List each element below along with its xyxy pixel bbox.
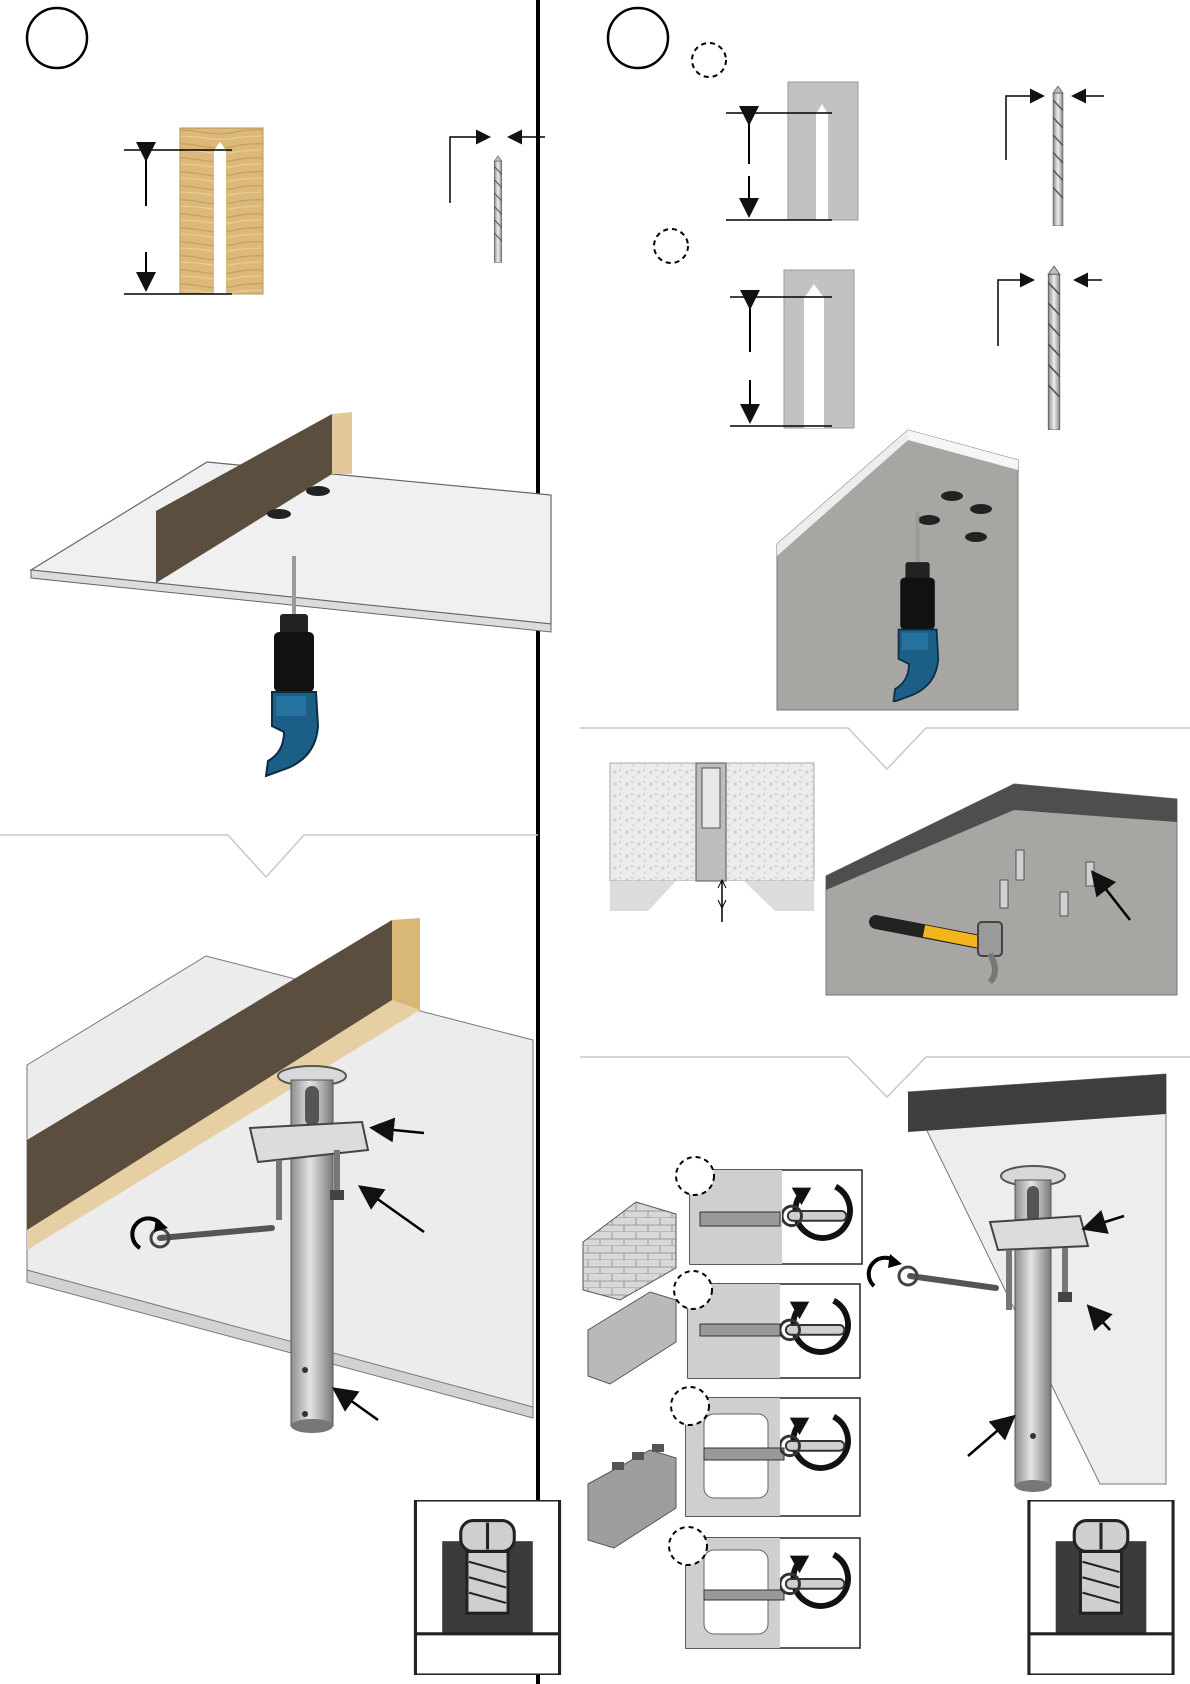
wood-depth-diagram xyxy=(124,128,263,294)
concrete-depth-diagram-a xyxy=(726,82,858,220)
substrate-plasterboard xyxy=(669,1527,860,1648)
step-badge-left xyxy=(27,8,87,68)
substrate-hollow-block xyxy=(588,1387,860,1548)
drill-bit-icon xyxy=(1053,86,1063,226)
concrete-depth-diagram-b xyxy=(730,270,854,428)
screw-detail-box-left xyxy=(415,1500,559,1675)
screw-icon xyxy=(1006,1250,1012,1310)
drill-bit-icon xyxy=(494,156,501,263)
screw-icon xyxy=(276,1160,282,1220)
insert-plugs-scene xyxy=(826,784,1177,995)
screw-detail-box-right xyxy=(1029,1500,1173,1675)
drill-bit-icon xyxy=(1048,266,1059,430)
step-badge-right xyxy=(608,8,668,68)
substrate-brick xyxy=(583,1157,862,1300)
masonry-drill-bit-a xyxy=(1006,86,1104,226)
drilling-joist-scene xyxy=(31,412,551,776)
drill-bit-small xyxy=(450,137,545,262)
substrate-options xyxy=(583,1157,862,1648)
option-marker-b xyxy=(654,229,688,263)
section-divider-left xyxy=(0,835,538,877)
pole-mount-joist-scene xyxy=(27,918,533,1433)
drilling-concrete-scene xyxy=(777,430,1018,710)
pole-mount-concrete-scene xyxy=(869,1074,1166,1492)
wall-plug-section xyxy=(610,763,814,922)
option-marker-a xyxy=(692,43,726,77)
masonry-drill-bit-b xyxy=(998,266,1102,430)
wrench-icon xyxy=(910,1276,996,1288)
